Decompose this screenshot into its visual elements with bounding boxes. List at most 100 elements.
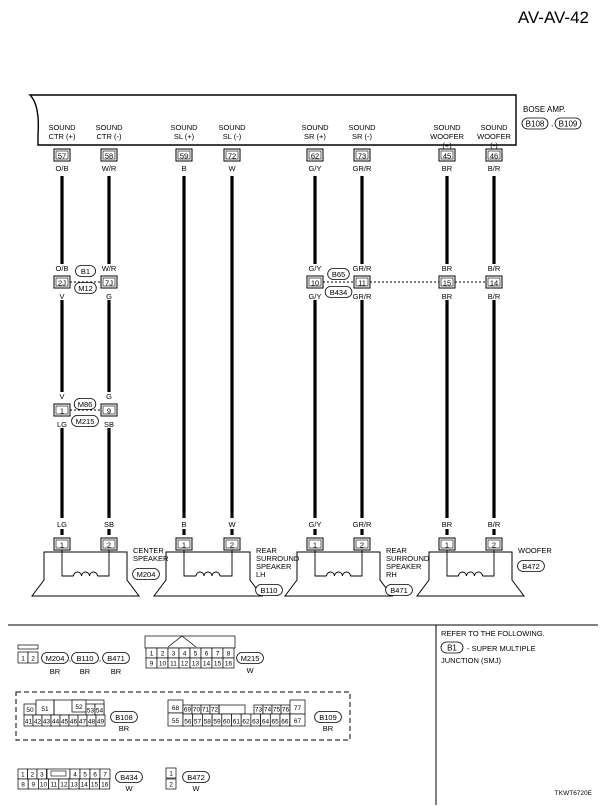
connector-id-label: B472 bbox=[522, 562, 540, 571]
terminal-label: SR (+) bbox=[304, 132, 326, 141]
pin-cell-label: 15 bbox=[91, 782, 99, 789]
wire-color-label: W/R bbox=[102, 164, 117, 173]
wire-color-label: V bbox=[59, 292, 64, 301]
wire-color-label: B/R bbox=[488, 264, 501, 273]
wire-color-label: B/R bbox=[488, 292, 501, 301]
amp-pin-58: 58 bbox=[100, 148, 118, 162]
wire-color-label: V bbox=[59, 392, 64, 401]
pin-label: 59 bbox=[180, 152, 188, 161]
pin-cell-label: 71 bbox=[202, 707, 210, 714]
terminal-label: SOUND bbox=[301, 123, 329, 132]
pin-box-inner bbox=[225, 539, 239, 549]
pin-box bbox=[485, 148, 503, 162]
speaker-wire-label: LG bbox=[57, 520, 67, 529]
terminal-label: SOUND bbox=[218, 123, 246, 132]
connector-B471: B471 bbox=[102, 652, 130, 664]
terminal-label: (-) bbox=[490, 141, 498, 150]
connector-id-label: M215 bbox=[241, 654, 260, 663]
connector-B110: B110 bbox=[71, 652, 99, 664]
connector-id-shape bbox=[71, 415, 99, 427]
terminal-label: WOOFER bbox=[477, 132, 511, 141]
speaker-pin-1: 1 bbox=[53, 537, 71, 551]
wire-gap bbox=[222, 518, 242, 529]
pin-cell-label: 55 bbox=[172, 718, 180, 725]
pin-cell-label: 16 bbox=[101, 782, 109, 789]
pin-box-inner bbox=[225, 150, 239, 160]
terminal-label: SL (-) bbox=[223, 132, 242, 141]
pin-label: 62 bbox=[311, 152, 319, 161]
connector-id-label: B472 bbox=[187, 773, 205, 782]
pin-cell-label: 53 bbox=[87, 708, 95, 715]
pin-cell-label: 9 bbox=[31, 782, 35, 789]
speaker-body bbox=[31, 551, 140, 597]
connector-id-label: B65 bbox=[332, 270, 345, 279]
pin-cell-label: 1 bbox=[21, 656, 25, 663]
junction-pin-10: 10 bbox=[306, 275, 324, 289]
pin-cell bbox=[27, 651, 39, 664]
connector-id-label: M215 bbox=[76, 417, 95, 426]
svg-text:B1: B1 bbox=[447, 644, 457, 653]
pin-cell-label: 5 bbox=[194, 651, 198, 658]
pin-cell-label: 73 bbox=[255, 707, 263, 714]
pin-cell-label: 41 bbox=[25, 719, 33, 726]
connector-B434: B434 bbox=[324, 286, 353, 298]
connector-color: W bbox=[192, 784, 200, 793]
pin-cell-label: 3 bbox=[172, 651, 176, 658]
speaker-pin-2: 2 bbox=[353, 537, 371, 551]
wire-color-label: G/Y bbox=[309, 164, 322, 173]
page-title: AV-AV-42 bbox=[517, 8, 589, 27]
terminal-label: CTR (+) bbox=[49, 132, 76, 141]
figure-id: TKWT6720E bbox=[555, 790, 593, 797]
junction-pin-2J: 2J bbox=[53, 275, 71, 289]
pin-cell-label: 4 bbox=[183, 651, 187, 658]
wire-color-label: G/Y bbox=[309, 292, 322, 301]
pin-box-inner bbox=[102, 150, 116, 160]
wire-color-label: W/R bbox=[102, 264, 117, 273]
pin-cell-label: 48 bbox=[88, 719, 96, 726]
pin-cell-label: 1 bbox=[150, 651, 154, 658]
pin-label: 57 bbox=[58, 152, 66, 161]
connector-lock bbox=[46, 768, 71, 780]
pin-cell-label: 5 bbox=[83, 772, 87, 779]
pin-box bbox=[53, 148, 71, 162]
pin-box-inner bbox=[55, 405, 69, 415]
coil-icon bbox=[73, 571, 98, 577]
wire-color-label: LG bbox=[57, 420, 67, 429]
connector-B472: B472 bbox=[517, 560, 545, 572]
pin-label: 2 bbox=[360, 541, 364, 550]
junction-pin-9: 9 bbox=[100, 403, 118, 417]
pin-cell-label: 8 bbox=[227, 651, 231, 658]
wire-color-label: O/B bbox=[56, 264, 69, 273]
connector-id-label: B109 bbox=[319, 713, 337, 722]
pin-label: 10 bbox=[311, 279, 319, 288]
terminal-label: SR (-) bbox=[352, 132, 372, 141]
pin-cell-label: 68 bbox=[172, 705, 180, 712]
pin-cell-label: 45 bbox=[61, 719, 69, 726]
pin-cell-label: 11 bbox=[170, 661, 177, 668]
pin-cell bbox=[222, 657, 235, 669]
pin-label: 1 bbox=[445, 541, 449, 550]
connector-B472: B472 bbox=[182, 771, 210, 783]
pin-cell bbox=[165, 778, 177, 790]
wire-gap bbox=[484, 518, 504, 529]
connector-B65: B65 bbox=[327, 268, 350, 280]
speaker-lead bbox=[61, 550, 110, 577]
pin-box bbox=[223, 148, 241, 162]
pin-box-inner bbox=[308, 150, 322, 160]
amp-pin-45: 45 bbox=[438, 148, 456, 162]
pin-cell-label: 42 bbox=[34, 719, 42, 726]
pin-label: 1 bbox=[60, 541, 64, 550]
junction-pin-7J: 7J bbox=[100, 275, 118, 289]
pin-box bbox=[485, 275, 503, 289]
amp-body bbox=[28, 94, 517, 146]
speaker-lead bbox=[183, 550, 233, 577]
speaker-label: SPEAKER bbox=[133, 554, 169, 563]
connector-color: BR bbox=[50, 667, 61, 676]
connector-M204: M204 bbox=[41, 652, 69, 664]
